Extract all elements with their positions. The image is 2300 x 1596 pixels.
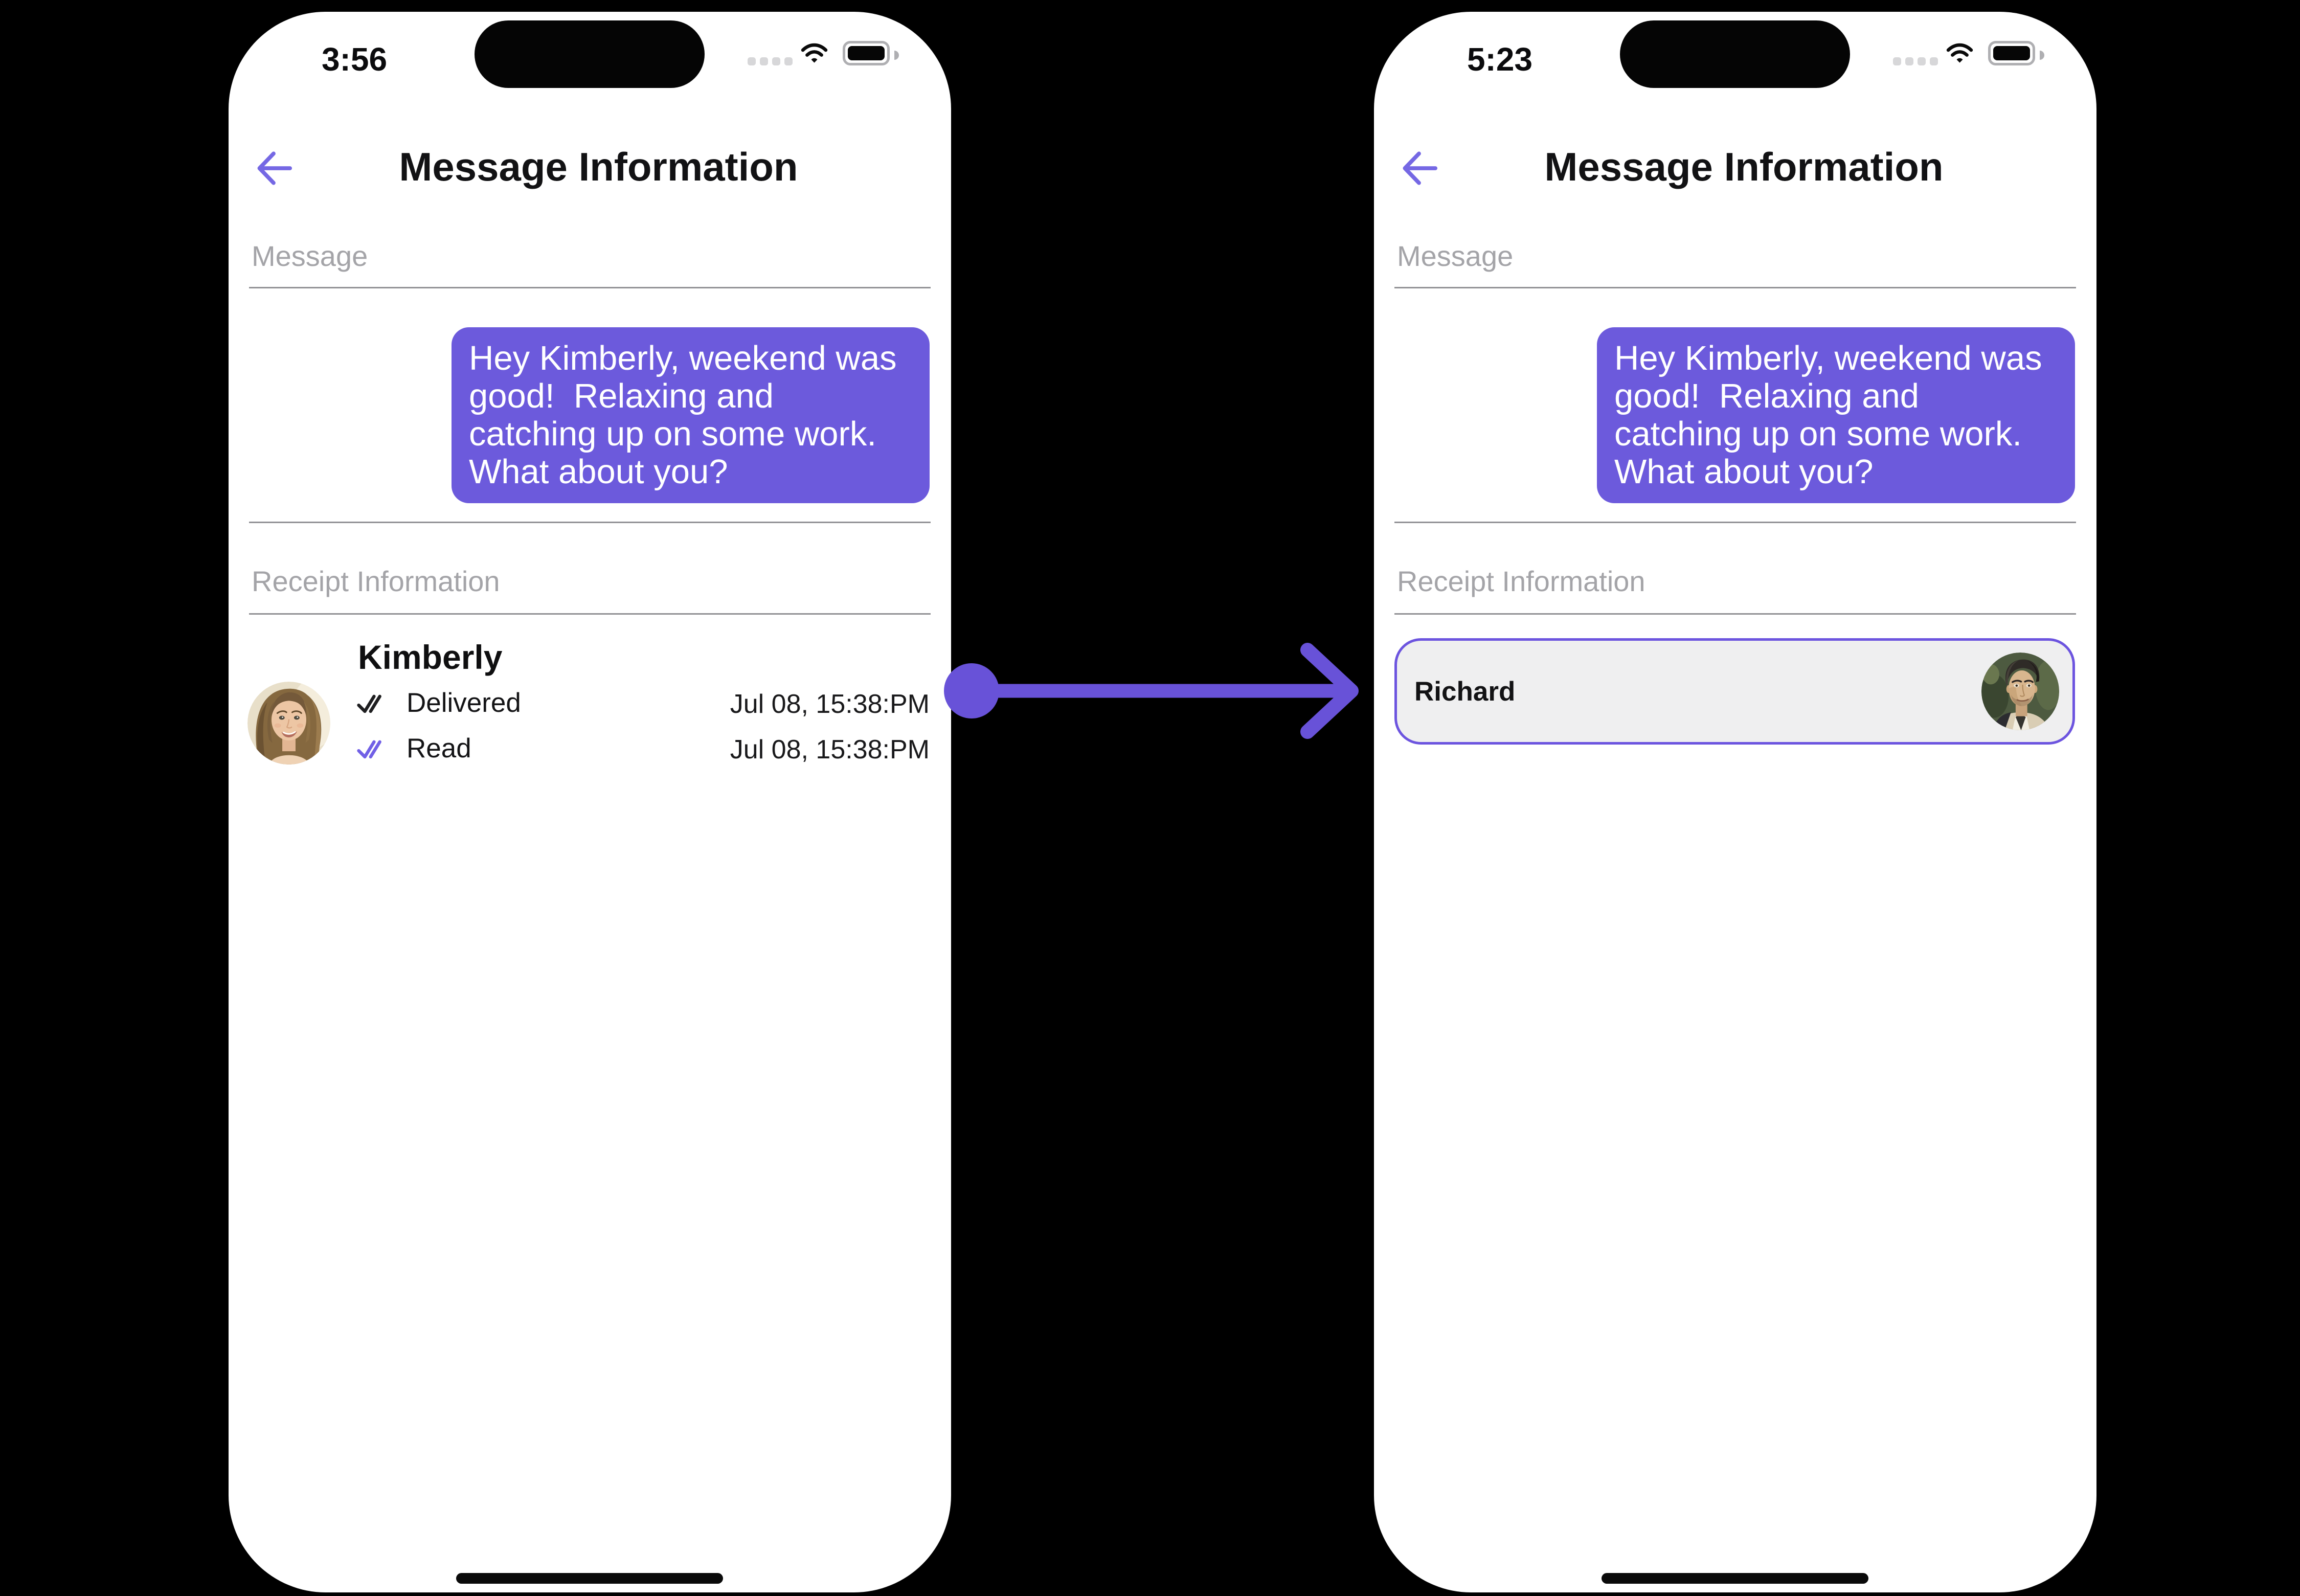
home-indicator	[1602, 1573, 1868, 1584]
battery-icon	[843, 41, 899, 65]
cellular-signal-icon	[1893, 57, 1938, 66]
page-title: Message Information	[399, 144, 798, 189]
divider	[249, 613, 931, 615]
battery-icon	[1988, 41, 2044, 65]
back-button[interactable]	[1395, 144, 1442, 193]
status-timestamp: Jul 08, 15:38:PM	[730, 735, 930, 765]
kimberly-avatar	[247, 682, 330, 765]
back-button[interactable]	[250, 144, 297, 193]
status-label-read: Read	[407, 733, 471, 763]
bubble-line: catching up on some work.	[469, 415, 876, 453]
dynamic-island	[475, 20, 705, 88]
bubble-line: Hey Kimberly, weekend was	[1614, 339, 2042, 377]
arrow-left-icon	[1403, 151, 1438, 185]
contact-name: Kimberly	[358, 638, 503, 676]
page-title: Message Information	[1544, 144, 1944, 189]
bubble-line: good! Relaxing and	[1614, 377, 1919, 415]
richard-avatar	[1981, 653, 2059, 730]
receipt-section-label: Receipt Information	[252, 565, 500, 597]
double-check-icon	[356, 738, 384, 760]
phone-mockup-left: 3:56 Message Information Message Hey Kim…	[229, 12, 951, 1592]
bubble-line: good! Relaxing and	[469, 377, 774, 415]
message-section-label: Message	[252, 240, 368, 272]
dynamic-island	[1620, 20, 1850, 88]
bubble-line: Hey Kimberly, weekend was	[469, 339, 897, 377]
wifi-icon	[1946, 43, 1973, 63]
recipient-row-richard[interactable]: Richard	[1394, 638, 2075, 745]
status-timestamp: Jul 08, 15:38:PM	[730, 689, 930, 719]
message-bubble: Hey Kimberly, weekend was good! Relaxing…	[452, 327, 930, 503]
phone-mockup-right: 5:23 Message Information Message Hey Kim…	[1374, 12, 2096, 1592]
message-section-label: Message	[1397, 240, 1514, 272]
receipt-section-label: Receipt Information	[1397, 565, 1645, 597]
message-bubble: Hey Kimberly, weekend was good! Relaxing…	[1597, 327, 2075, 503]
bubble-line: What about you?	[1614, 453, 1874, 491]
bubble-line: What about you?	[469, 453, 728, 491]
status-label-delivered: Delivered	[407, 688, 521, 718]
home-indicator	[456, 1573, 723, 1584]
divider	[249, 287, 931, 288]
divider	[1394, 522, 2076, 523]
double-check-icon	[356, 692, 384, 715]
divider	[249, 522, 931, 523]
cellular-signal-icon	[748, 57, 793, 66]
wifi-icon	[801, 43, 828, 63]
divider	[1394, 287, 2076, 288]
status-time: 3:56	[321, 41, 388, 78]
status-time: 5:23	[1467, 41, 1533, 78]
bubble-line: catching up on some work.	[1614, 415, 2022, 453]
divider	[1394, 613, 2076, 615]
recipient-name: Richard	[1414, 676, 1516, 707]
flow-arrow-icon	[944, 643, 1359, 739]
arrow-left-icon	[257, 151, 292, 185]
